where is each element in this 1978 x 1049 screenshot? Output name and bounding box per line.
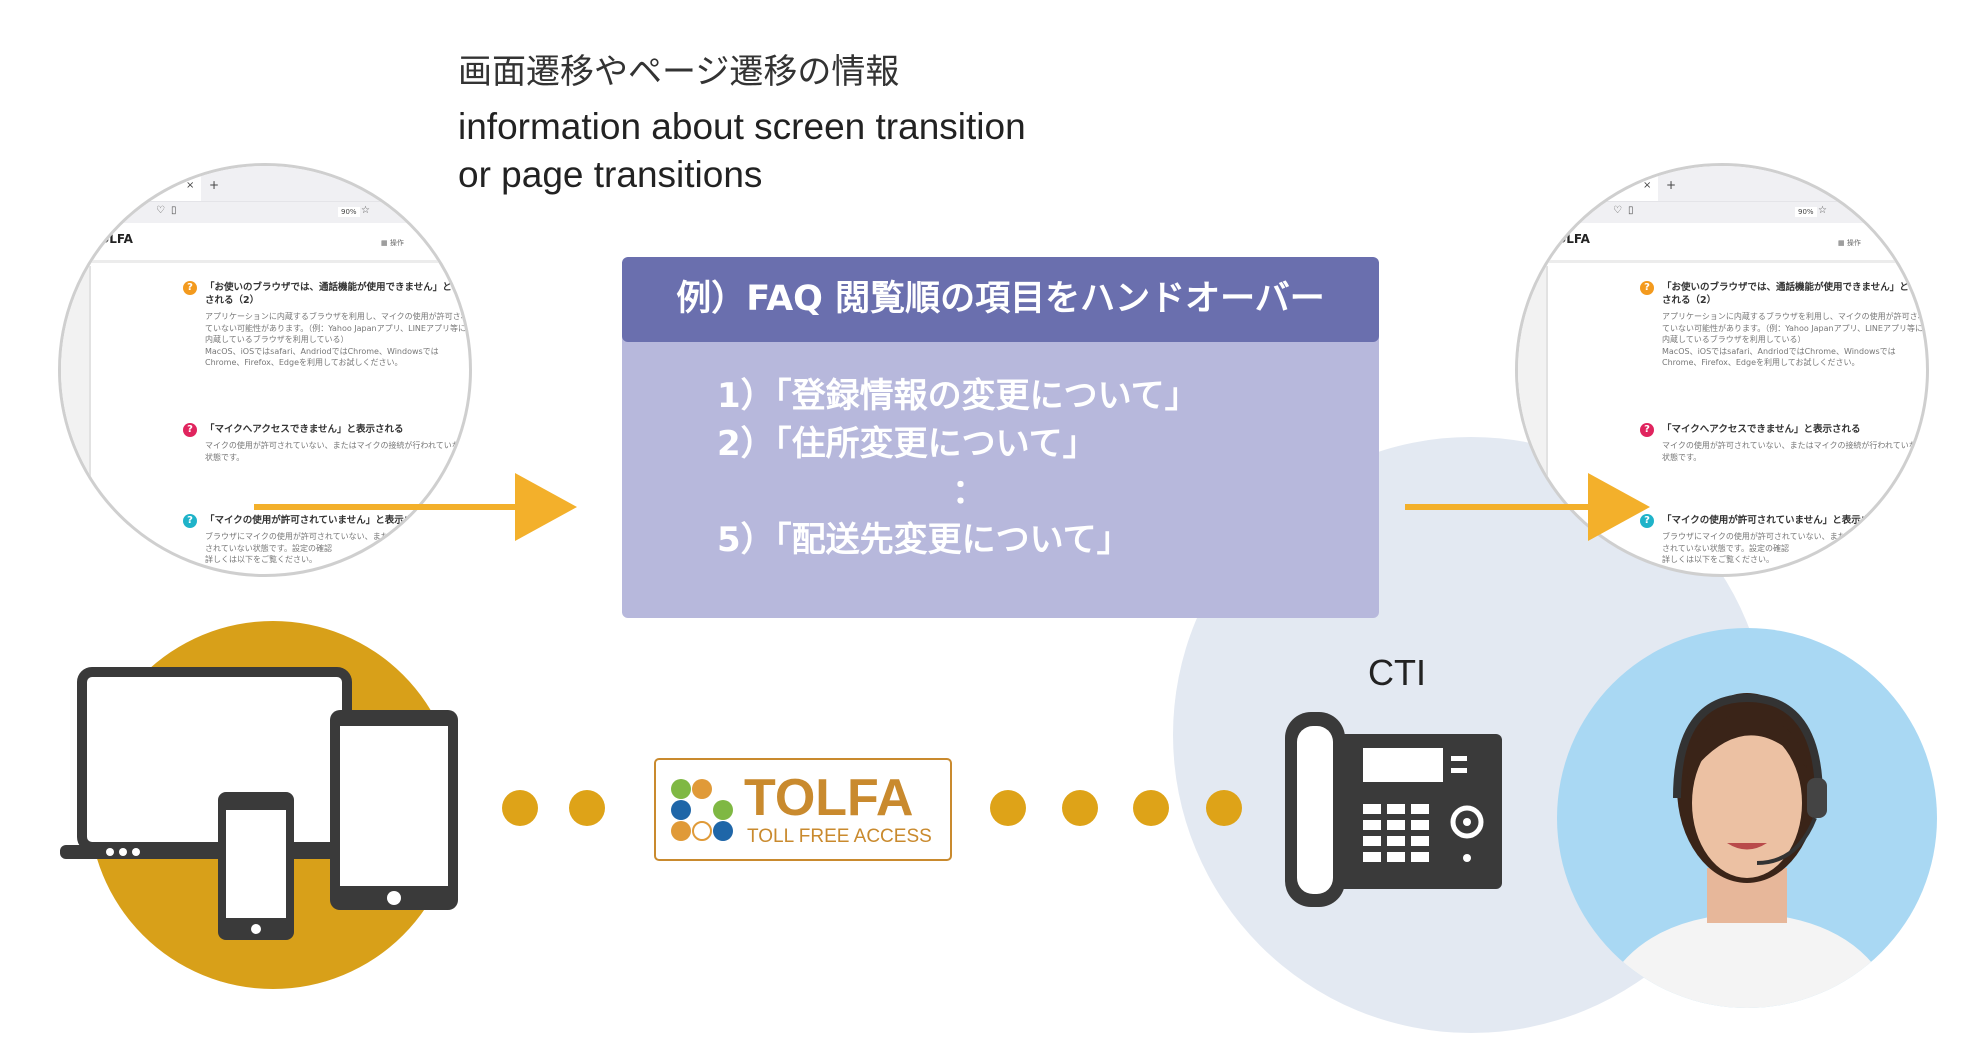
connector-dot: [1062, 790, 1098, 826]
arrow-right-shaft: [1405, 504, 1595, 510]
connector-dot: [569, 790, 605, 826]
arrow-left-shaft: [254, 504, 524, 510]
sidebar: [1518, 266, 1548, 574]
handover-item: 5）「配送先変更について」: [717, 520, 1131, 560]
new-tab-icon: +: [209, 178, 220, 192]
tablet-icon: [330, 710, 458, 910]
faq-item: ? 「マイクの使用が許可されていません」と表示されるブラウザにマイクの使用が許可さ…: [183, 514, 469, 566]
connector-dot: [1133, 790, 1169, 826]
title-en-line2: or page transitions: [458, 154, 763, 195]
connector-dot: [990, 790, 1026, 826]
handover-title: 例）FAQ 閲覧順の項目をハンドオーバー: [622, 257, 1379, 342]
handover-box: 例）FAQ 閲覧順の項目をハンドオーバー 1）「登録情報の変更について」 2）「…: [622, 257, 1379, 618]
site-header: [61, 223, 469, 263]
faq-item: ? 「マイクへアクセスできません」と表示されるマイクの使用が許可されていない、また…: [183, 423, 469, 463]
title-jp: 画面遷移やページ遷移の情報: [458, 52, 900, 92]
operator-photo: [1557, 628, 1937, 1008]
site-logo: OLFA: [99, 232, 133, 246]
handover-item: 1）「登録情報の変更について」: [717, 376, 1199, 416]
connector-dot: [502, 790, 538, 826]
faq-body: アプリケーションに内蔵するブラウザを利用し、マイクの使用が許可されていない可能性…: [205, 312, 469, 367]
faq-title: 「マイクの使用が許可されていません」と表示される: [205, 515, 433, 526]
faq-title: 「お使いのブラウザでは、通話機能が使用できません」と表示される（2）: [205, 282, 471, 306]
title-en-line1: information about screen transition: [458, 106, 1026, 147]
sidebar: [61, 266, 91, 574]
page-icon: ▯: [1628, 205, 1634, 216]
address-bar: [1518, 201, 1926, 223]
tab-close-icon: ×: [186, 180, 195, 191]
shield-icon: ♡: [156, 205, 165, 216]
handover-item: 2）「住所変更について」: [717, 424, 1097, 464]
screenshot-circle-left: × + ♡ ▯ 90% ☆ OLFA ▦ 操作 ? 「お使いのブラウザでは、通話機…: [58, 163, 472, 577]
menu-label: ▦ 操作: [1838, 239, 1861, 247]
tolfa-logo-mark: [671, 779, 733, 841]
devices-icon: [60, 667, 458, 940]
operator-avatar: [1597, 693, 1897, 1008]
faq-item: ? 「お使いのブラウザでは、通話機能が使用できません」と表示される（2） アプリケー…: [183, 281, 471, 369]
arrow-right-icon: [1588, 473, 1650, 541]
tab-close-icon: ×: [1643, 180, 1652, 191]
desk-phone-icon: [1285, 712, 1502, 907]
menu-label: ▦ 操作: [381, 239, 404, 247]
faq-title: 「マイクへアクセスできません」と表示される: [1662, 424, 1861, 435]
question-icon: ?: [183, 281, 197, 295]
faq-body: マイクの使用が許可されていない、またはマイクの接続が行われていない状態です。: [205, 441, 468, 462]
question-icon: ?: [183, 423, 197, 437]
menu-text: 操作: [389, 239, 404, 247]
faq-body: ブラウザにマイクの使用が許可されていない、またはマイクの使用が許可されていない状…: [1662, 532, 1926, 564]
browser-tabbar: × +: [1518, 166, 1926, 201]
question-icon: ?: [1640, 423, 1654, 437]
faq-title: 「マイクの使用が許可されていません」と表示される: [1662, 515, 1890, 526]
tolfa-logo: TOLFA TOLL FREE ACCESS: [654, 758, 952, 861]
faq-body: ブラウザにマイクの使用が許可されていない、またはマイクの使用が許可されていない状…: [205, 532, 469, 564]
question-icon: ?: [1640, 281, 1654, 295]
question-icon: ?: [183, 514, 197, 528]
faq-item: ? 「お使いのブラウザでは、通話機能が使用できません」と表示される（2） アプリケー…: [1640, 281, 1928, 369]
connector-dot: [1206, 790, 1242, 826]
laptop-icon: [60, 667, 370, 859]
zoom-level: 90%: [338, 207, 360, 217]
star-icon: ☆: [1818, 205, 1827, 216]
zoom-level: 90%: [1795, 207, 1817, 217]
faq-title: 「マイクへアクセスできません」と表示される: [205, 424, 404, 435]
faq-item: ? 「マイクへアクセスできません」と表示されるマイクの使用が許可されていない、また…: [1640, 423, 1926, 463]
star-icon: ☆: [361, 205, 370, 216]
arrow-right-icon: [515, 473, 577, 541]
handover-ellipsis: ：: [952, 472, 986, 512]
page-icon: ▯: [171, 205, 177, 216]
cti-label: CTI: [1368, 652, 1426, 693]
shield-icon: ♡: [1613, 205, 1622, 216]
phone-icon: [218, 792, 294, 940]
faq-body: マイクの使用が許可されていない、またはマイクの接続が行われていない状態です。: [1662, 441, 1925, 462]
faq-body: アプリケーションに内蔵するブラウザを利用し、マイクの使用が許可されていない可能性…: [1662, 312, 1926, 367]
faq-title: 「お使いのブラウザでは、通話機能が使用できません」と表示される（2）: [1662, 282, 1928, 306]
address-bar: [61, 201, 469, 223]
tolfa-logo-name: TOLFA: [744, 769, 914, 827]
title-en: information about screen transition or p…: [458, 103, 1026, 199]
site-header: [1518, 223, 1926, 263]
screenshot-circle-right: × + ♡ ▯ 90% ☆ OLFA ▦ 操作 ? 「お使いのブラウザでは、通話機…: [1515, 163, 1929, 577]
site-logo: OLFA: [1556, 232, 1590, 246]
new-tab-icon: +: [1666, 178, 1677, 192]
browser-tabbar: × +: [61, 166, 469, 201]
faq-item: ?「マイクの使用が許可されていません」と表示されるブラウザにマイクの使用が許可さ…: [1640, 514, 1926, 566]
menu-text: 操作: [1846, 239, 1861, 247]
tolfa-logo-tagline: TOLL FREE ACCESS: [747, 826, 932, 847]
